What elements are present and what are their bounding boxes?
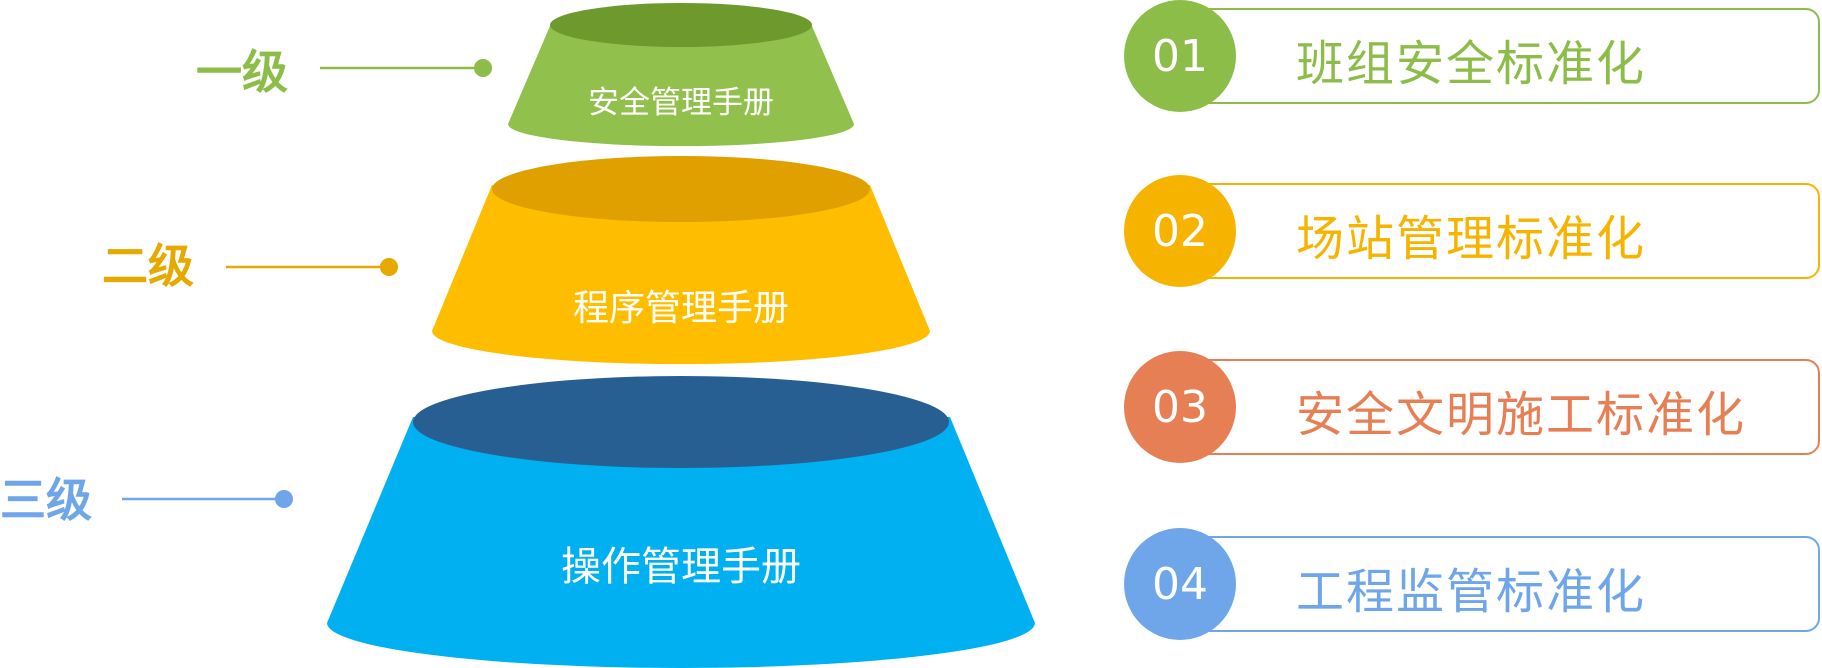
tier-2-body	[432, 185, 930, 365]
item-3-number: 03	[1152, 381, 1208, 433]
item-1-box	[1176, 8, 1820, 104]
item-1-number-badge: 01	[1124, 0, 1236, 112]
item-1-number: 01	[1152, 30, 1208, 82]
item-3-box	[1176, 359, 1820, 455]
tier-1-top	[550, 3, 812, 47]
item-4-number: 04	[1152, 558, 1208, 610]
item-4-number-badge: 04	[1124, 528, 1236, 640]
tier-1-body	[508, 26, 854, 147]
tier-2-label: 程序管理手册	[573, 288, 789, 329]
tier-2-top	[492, 156, 870, 222]
level-3-label: 三级	[0, 473, 92, 527]
item-2-label: 场站管理标准化	[1296, 211, 1647, 267]
level-1-dot	[474, 59, 492, 77]
tier-3: 操作管理手册	[327, 376, 1035, 668]
item-1-label: 班组安全标准化	[1296, 36, 1647, 92]
item-2-number-badge: 02	[1124, 175, 1236, 287]
item-3-number-badge: 03	[1124, 351, 1236, 463]
tier-1-label: 安全管理手册	[588, 85, 774, 121]
item-2-number: 02	[1152, 205, 1208, 257]
item-4-label: 工程监管标准化	[1296, 564, 1647, 620]
tier-2: 程序管理手册	[432, 156, 930, 365]
tier-3-body	[327, 417, 1035, 668]
level-2-dot	[380, 258, 398, 276]
tier-3-label: 操作管理手册	[561, 544, 801, 590]
level-2: 二级	[102, 239, 398, 293]
item-4-box	[1176, 536, 1820, 632]
level-2-label: 二级	[102, 239, 194, 293]
item-3-label: 安全文明施工标准化	[1296, 387, 1747, 443]
level-1-label: 一级	[196, 45, 288, 99]
item-2-box	[1176, 183, 1820, 279]
level-3: 三级	[0, 473, 293, 527]
tier-1: 安全管理手册	[508, 3, 854, 147]
level-3-dot	[275, 490, 293, 508]
tier-3-top	[413, 376, 949, 468]
level-1: 一级	[196, 45, 492, 99]
